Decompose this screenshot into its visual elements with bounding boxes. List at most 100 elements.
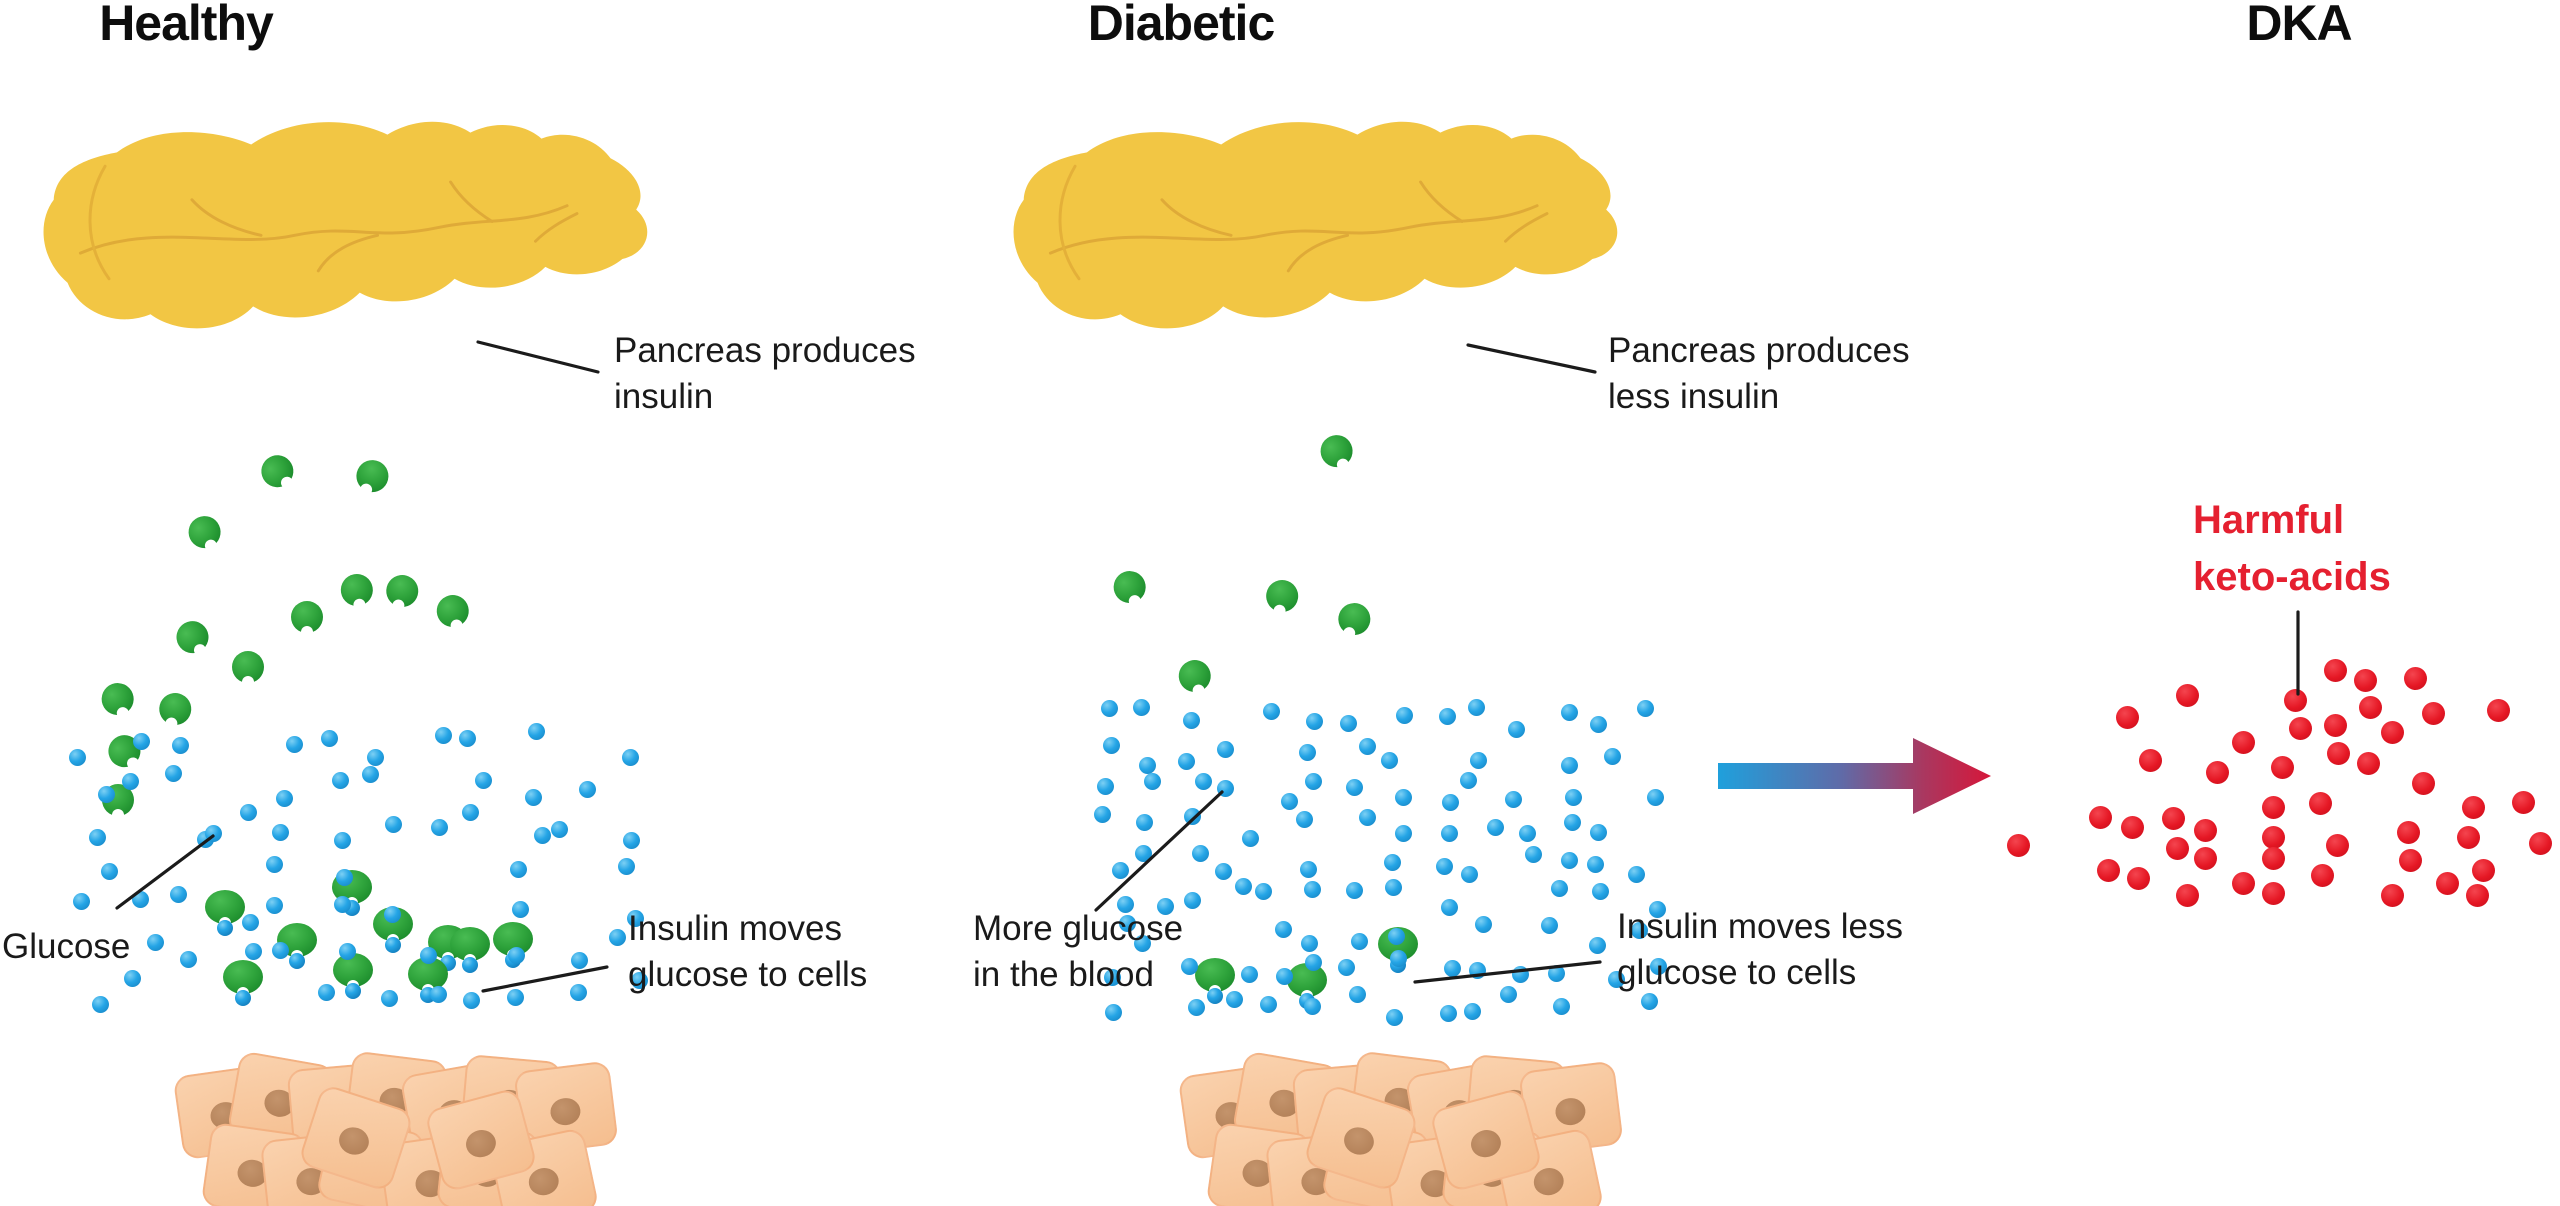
glucose-dot	[420, 946, 438, 964]
keto-acid-dot	[2176, 684, 2199, 707]
glucose-dot	[507, 946, 525, 964]
glucose-dot	[131, 890, 149, 908]
insulin-molecule-icon	[253, 447, 304, 498]
glucose-dot	[1303, 880, 1321, 898]
glucose-dot	[100, 863, 118, 881]
glucose-dot	[1386, 1008, 1404, 1026]
keto-acid-dot	[2466, 884, 2489, 907]
keto-acid-dot	[2271, 756, 2294, 779]
glucose-dot	[475, 772, 493, 789]
glucose-dot	[1591, 883, 1609, 901]
glucose-dot	[1295, 811, 1313, 829]
insulin-molecule-icon	[1331, 597, 1377, 643]
glucose-dot	[1225, 991, 1243, 1009]
glucose-dot	[1561, 757, 1579, 775]
leader-line	[1466, 343, 1597, 374]
glucose-dot	[1640, 992, 1658, 1010]
glucose-dot	[318, 983, 336, 1001]
glucose-dot	[528, 723, 546, 741]
glucose-dot	[461, 803, 479, 821]
glucose-dot	[1262, 702, 1280, 720]
glucose-dot	[626, 909, 644, 927]
glucose-dot	[1143, 772, 1161, 790]
glucose-dot	[98, 786, 116, 804]
glucose-dot	[1384, 854, 1402, 872]
keto-acid-dot	[2284, 689, 2307, 712]
glucose-dot	[1255, 883, 1273, 901]
insulin-molecule-icon	[1173, 655, 1217, 699]
glucose-dot	[1631, 922, 1649, 940]
insulin-molecule-icon	[230, 650, 266, 686]
glucose-dot	[272, 942, 290, 960]
glucose-dot	[385, 815, 403, 833]
insulin-molecule-icon	[289, 600, 325, 636]
label-pancreas-produces-less-insulin: Pancreas produces less insulin	[1608, 331, 1910, 417]
glucose-dot	[1111, 862, 1129, 880]
glucose-dot	[1467, 699, 1485, 717]
glucose-dot	[1394, 824, 1412, 842]
insulin-molecule-icon	[1107, 565, 1153, 611]
keto-acid-dot	[2422, 702, 2445, 725]
glucose-dot	[1552, 998, 1570, 1016]
keto-acid-dot	[2436, 872, 2459, 895]
progression-arrow-icon	[1718, 738, 1991, 814]
glucose-dot	[1551, 879, 1569, 897]
keto-acid-dot	[2194, 847, 2217, 870]
label-insulin-moves-less-glucose: Insulin moves less glucose to cells	[1617, 907, 1903, 993]
title-dka: DKA	[2246, 0, 2352, 51]
glucose-dot	[336, 869, 354, 887]
glucose-dot	[1260, 995, 1278, 1013]
glucose-dot	[1385, 879, 1403, 897]
keto-acid-dot	[2127, 867, 2150, 890]
glucose-dot	[381, 989, 399, 1007]
keto-acid-dot	[2162, 807, 2185, 830]
glucose-dot	[617, 858, 635, 876]
glucose-dot	[1305, 712, 1323, 730]
glucose-dot	[361, 766, 379, 784]
glucose-dot	[621, 748, 639, 766]
glucose-dot	[1518, 825, 1536, 843]
glucose-dot	[1468, 961, 1486, 979]
keto-acid-dot	[2512, 791, 2535, 814]
glucose-dot	[631, 972, 649, 990]
glucose-dot	[169, 886, 187, 904]
glucose-dot	[1183, 891, 1201, 909]
glucose-dot	[1627, 866, 1645, 884]
insulin-molecule-icon	[336, 570, 378, 612]
glucose-dot	[1500, 986, 1518, 1004]
insulin-with-glucose-icon	[202, 888, 248, 944]
glucose-dot	[1299, 743, 1317, 761]
glucose-dot	[435, 726, 453, 744]
glucose-dot	[525, 788, 543, 806]
glucose-dot	[121, 772, 139, 790]
glucose-dot	[1607, 970, 1625, 988]
leader-line	[1413, 960, 1602, 984]
glucose-dot	[1487, 818, 1505, 836]
glucose-dot	[1388, 928, 1406, 946]
keto-acid-dot	[2089, 806, 2112, 829]
cell-nucleus	[1554, 1096, 1588, 1128]
glucose-dot	[384, 906, 402, 924]
keto-acid-dot	[2289, 717, 2312, 740]
keto-acid-dot	[2176, 884, 2199, 907]
glucose-dot	[1177, 753, 1195, 771]
glucose-dot	[1564, 814, 1582, 832]
glucose-dot	[1603, 747, 1621, 765]
glucose-dot	[1460, 865, 1478, 883]
keto-acid-dot	[2457, 826, 2480, 849]
glucose-dot	[551, 821, 569, 839]
insulin-molecule-icon	[168, 613, 217, 662]
glucose-dot	[1305, 954, 1323, 972]
glucose-dot	[1648, 900, 1666, 918]
glucose-dot	[286, 736, 304, 754]
keto-acid-dot	[2097, 859, 2120, 882]
glucose-dot	[1439, 708, 1457, 726]
glucose-dot	[578, 781, 596, 799]
glucose-dot	[1358, 808, 1376, 826]
glucose-dot	[1351, 932, 1369, 950]
keto-acid-dot	[2206, 761, 2229, 784]
keto-acid-dot	[2116, 706, 2139, 729]
glucose-dot	[1647, 788, 1665, 806]
keto-acid-dot	[2262, 796, 2285, 819]
glucose-dot	[1181, 957, 1199, 975]
